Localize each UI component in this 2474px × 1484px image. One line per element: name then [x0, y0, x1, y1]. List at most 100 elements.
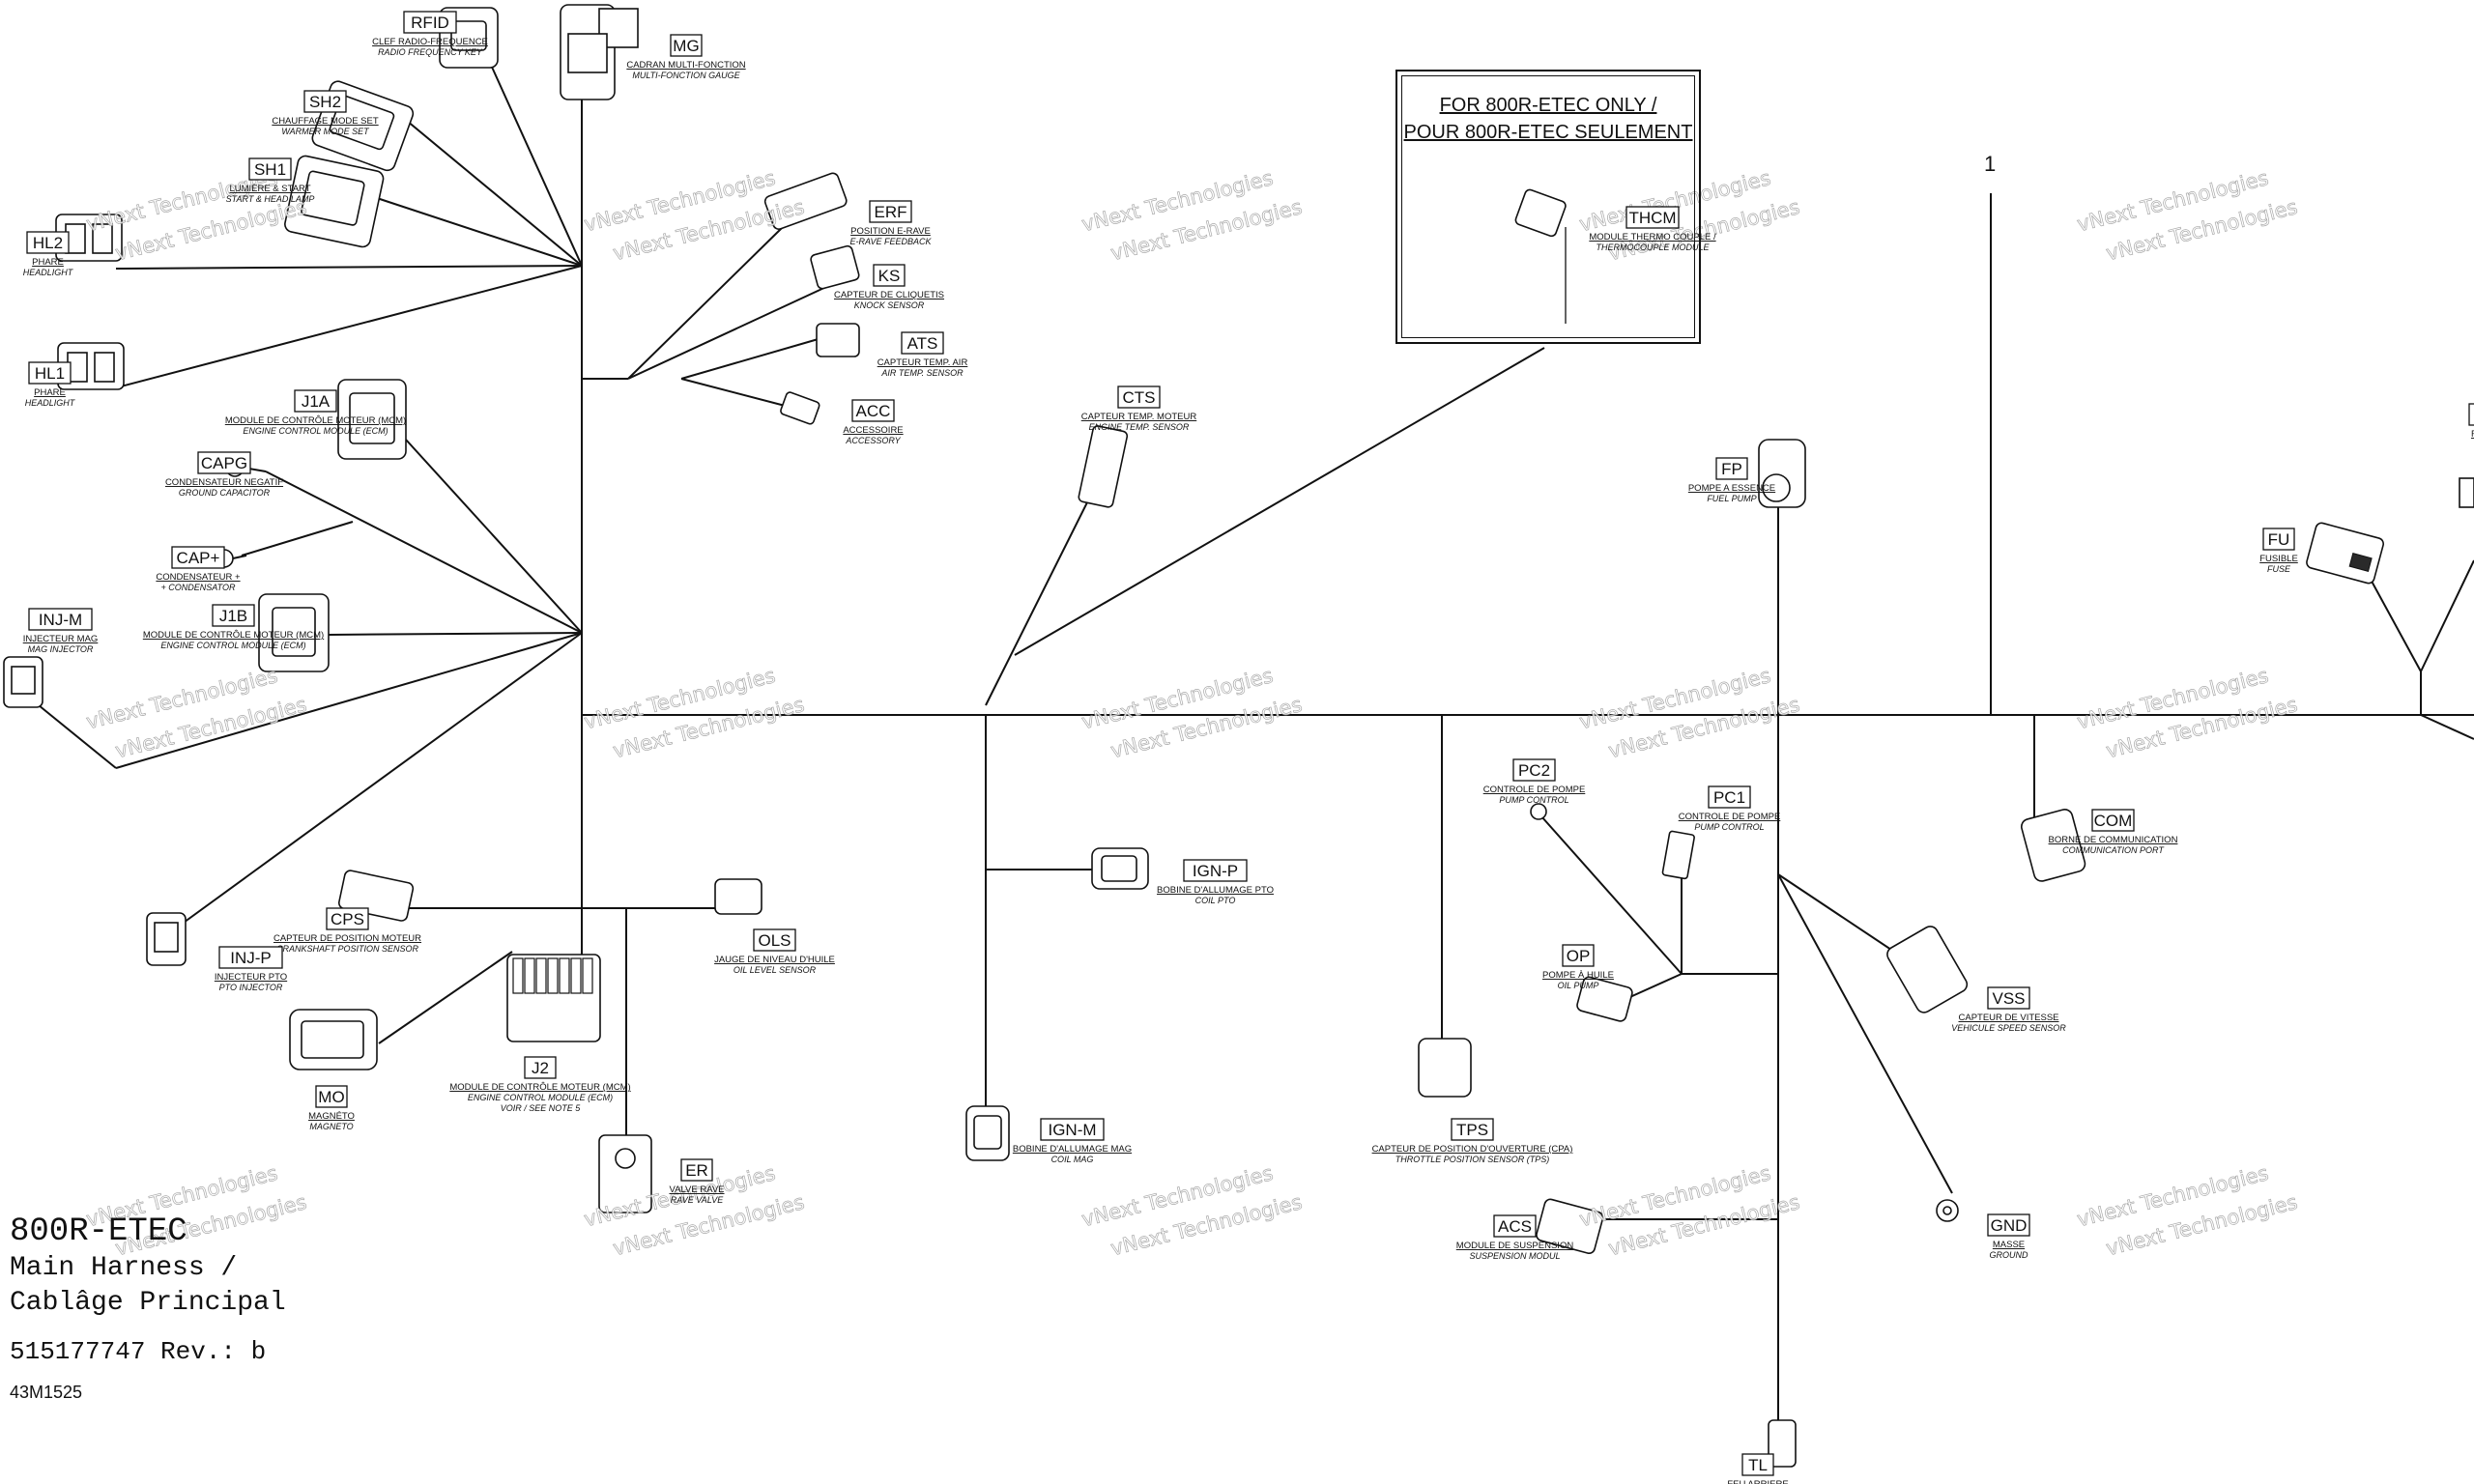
j1b-connector-icon — [258, 593, 330, 672]
label-j1b-box — [212, 604, 255, 627]
label-fu-box — [2262, 528, 2295, 551]
label-erf-en: E-RAVE FEEDBACK — [849, 237, 932, 246]
label-injm-code: INJ-M — [39, 611, 82, 629]
label-op-code: OP — [1567, 947, 1591, 965]
label-pc2-code: PC2 — [1518, 761, 1550, 780]
label-ignp-box — [1183, 859, 1248, 882]
label-j2-fr: MODULE DE CONTRÔLE MOTEUR (MCM) — [449, 1082, 630, 1093]
note-box: FOR 800R-ETEC ONLY / POUR 800R-ETEC SEUL… — [1395, 70, 1701, 344]
label-ats-en: AIR TEMP. SENSOR — [880, 368, 964, 378]
label-ignp-fr: BOBINE D'ALLUMAGE PTO — [1157, 885, 1274, 896]
label-com-code: COM — [2094, 812, 2133, 830]
label-com-box — [2091, 809, 2135, 832]
label-gnd-box — [1987, 1213, 2030, 1237]
label-sh1-box — [248, 157, 292, 181]
label-ks-en: KNOCK SENSOR — [854, 300, 925, 310]
label-thcm-fr: MODULE THERMO COUPLE / — [1589, 232, 1716, 243]
label-injp-en: PTO INJECTOR — [219, 983, 283, 992]
vss-connector-icon — [1886, 926, 1969, 1013]
label-fu-fr: FUSIBLE — [2259, 554, 2298, 564]
label-erf-fr: POSITION E-RAVE — [850, 226, 931, 237]
label-com-fr: BORNE DE COMMUNICATION — [2049, 835, 2178, 845]
wire-network — [38, 29, 2474, 1430]
label-capg-box — [197, 451, 251, 474]
wire-number-label: 1 — [1984, 152, 1997, 176]
label-fb-fr: FUSIB — [2471, 429, 2474, 440]
label-ignm-code: IGN-M — [1048, 1121, 1096, 1139]
label-ignm-en: COIL MAG — [1051, 1155, 1094, 1164]
label-cts-box — [1117, 385, 1161, 409]
label-acs-fr: MODULE DE SUSPENSION — [1456, 1241, 1574, 1251]
label-capplus: CAP+CONDENSATEUR ++ CONDENSATOR — [156, 546, 241, 592]
sh1-connector-icon — [284, 155, 385, 248]
label-tl-code: TL — [1748, 1456, 1768, 1474]
label-cts-en: ENGINE TEMP. SENSOR — [1089, 422, 1190, 432]
note-line-2: POUR 800R-ETEC SEULEMENT — [1403, 122, 1693, 143]
label-mo-code: MO — [318, 1088, 344, 1106]
label-er-code: ER — [685, 1161, 708, 1180]
label-vss-code: VSS — [1992, 989, 2025, 1008]
label-hl1-box — [28, 361, 72, 385]
label-injp-code: INJ-P — [230, 949, 272, 967]
label-capg-fr: CONDENSATEUR NEGATIF — [165, 477, 283, 488]
label-sh1-en: START & HEAD LAMP — [226, 194, 315, 204]
label-acs-code: ACS — [1498, 1217, 1532, 1236]
label-mg-en: MULTI-FONCTION GAUGE — [632, 71, 740, 80]
label-sh2-code: SH2 — [309, 93, 341, 111]
label-fb-box — [2468, 403, 2474, 426]
label-ignm-box — [1040, 1118, 1105, 1141]
label-capg-en: GROUND CAPACITOR — [179, 488, 271, 498]
tl-connector-icon — [1768, 1419, 1797, 1468]
label-er-box — [680, 1158, 713, 1182]
mo-connector-icon — [289, 1009, 378, 1070]
acc-connector-icon — [780, 391, 820, 425]
label-cts-code: CTS — [1123, 388, 1156, 407]
label-pc1-box — [1708, 785, 1751, 809]
fb-connector-icon — [2459, 477, 2474, 508]
label-pc2-box — [1512, 758, 1556, 782]
pc1-connector-icon — [1661, 830, 1695, 880]
label-sh2-box — [303, 90, 347, 113]
label-injp-fr: INJECTEUR PTO — [215, 972, 287, 983]
label-pc1-en: PUMP CONTROL — [1694, 822, 1764, 832]
label-thcm-en: THERMOCOUPLE MODULE — [1596, 243, 1710, 252]
gnd-ring-terminal-icon — [1936, 1199, 1959, 1222]
label-fp-box — [1715, 457, 1748, 480]
label-j1a-box — [294, 389, 337, 413]
label-cps-fr: CAPTEUR DE POSITION MOTEUR — [273, 933, 421, 944]
label-cps-code: CPS — [331, 910, 364, 928]
label-hl1-code: HL1 — [35, 364, 65, 383]
label-mg-fr: CADRAN MULTI-FONCTION — [626, 60, 745, 71]
label-ks-fr: CAPTEUR DE CLIQUETIS — [834, 290, 944, 300]
label-capg-code: CAPG — [201, 454, 247, 472]
label-er-fr: VALVE RAVE — [669, 1184, 724, 1195]
label-j1b-en: ENGINE CONTROL MODULE (ECM) — [160, 641, 305, 650]
label-mg-code: MG — [673, 37, 699, 55]
label-op-en: OIL PUMP — [1558, 981, 1599, 990]
label-ats-fr: CAPTEUR TEMP. AIR — [877, 357, 968, 368]
label-tl-box — [1741, 1453, 1774, 1476]
label-hl1-fr: PHARE — [34, 387, 66, 398]
j1a-connector-icon — [337, 379, 407, 460]
label-tl: TLFEU ARRIERETAIL LIGHT — [1727, 1453, 1789, 1484]
label-rfid-fr: CLEF RADIO-FREQUENCE — [372, 37, 488, 47]
mg-connector-icon — [560, 4, 639, 100]
label-sh2-fr: CHAUFFAGE MODE SET — [272, 116, 379, 127]
label-ols-box — [753, 928, 796, 952]
label-mo-en: MAGNETO — [309, 1122, 353, 1131]
label-com-en: COMMUNICATION PORT — [2062, 845, 2165, 855]
